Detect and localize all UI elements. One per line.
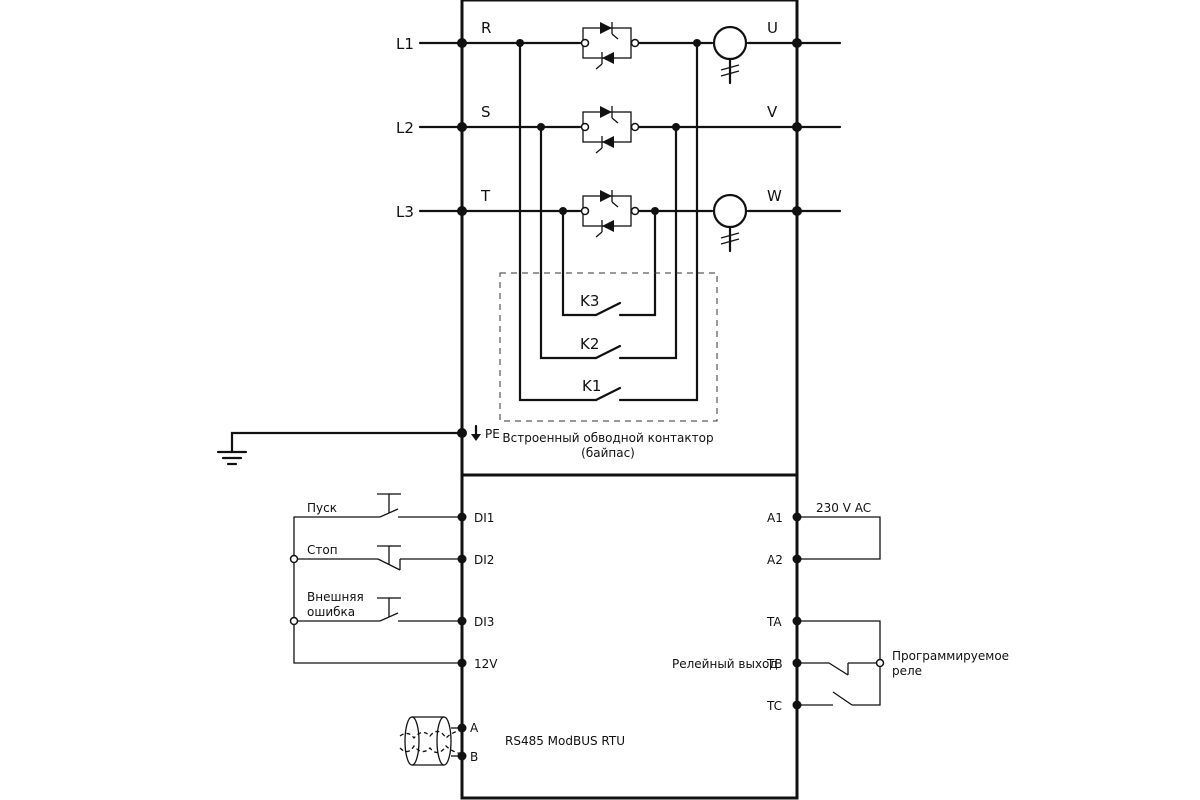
terminal-a-label: A: [470, 721, 479, 735]
phase-line-2: [418, 105, 842, 154]
input-l1-label: L1: [396, 35, 414, 53]
terminal-s-label: S: [481, 103, 491, 121]
terminal-tb-label: TB: [766, 657, 783, 671]
terminal-u-label: U: [767, 19, 778, 37]
rs485-label: RS485 ModBUS RTU: [505, 734, 625, 748]
terminal-w-label: W: [767, 187, 782, 205]
bypass-contactor-outline: [499, 272, 718, 422]
right-wiring: [792, 512, 885, 710]
programmable-relay-label-2: реле: [892, 664, 922, 678]
rs485-cable-icon: [399, 716, 467, 766]
ext-fault-label-2: ошибка: [307, 605, 355, 619]
control-wiring: [289, 493, 467, 668]
terminal-a2-label: A2: [767, 553, 783, 567]
terminal-tc-label: TC: [766, 699, 782, 713]
input-l3-label: L3: [396, 203, 414, 221]
ext-fault-label-1: Внешняя: [307, 590, 364, 604]
terminal-b-label: B: [470, 750, 478, 764]
bypass-caption-line1: Встроенный обводной контактор: [502, 431, 713, 445]
terminal-di2-label: DI2: [474, 553, 494, 567]
terminal-r-label: R: [481, 19, 491, 37]
contactor-k3-label: K3: [580, 292, 599, 310]
start-button-label: Пуск: [307, 501, 337, 515]
softstarter-housing: [460, 0, 799, 800]
terminal-di1-label: DI1: [474, 511, 494, 525]
programmable-relay-label-1: Программируемое: [892, 649, 1009, 663]
terminal-v-label: V: [767, 103, 778, 121]
terminal-ta-label: TA: [766, 615, 782, 629]
terminal-a1-label: A1: [767, 511, 783, 525]
terminal-di3-label: DI3: [474, 615, 494, 629]
protective-earth: [216, 424, 481, 466]
stop-button-label: Стоп: [307, 543, 338, 557]
relay-output-label: Релейный выход: [672, 657, 778, 671]
supply-voltage-label: 230 V AC: [816, 501, 871, 515]
terminal-12v-label: 12V: [474, 657, 498, 671]
contactor-k1-label: K1: [582, 377, 601, 395]
bypass-caption-line2: (байпас): [581, 446, 635, 460]
input-l2-label: L2: [396, 119, 414, 137]
terminal-t-label: T: [480, 187, 491, 205]
bypass-wiring: [518, 41, 699, 402]
pe-label: PE: [485, 427, 500, 441]
contactor-k2-label: K2: [580, 335, 599, 353]
